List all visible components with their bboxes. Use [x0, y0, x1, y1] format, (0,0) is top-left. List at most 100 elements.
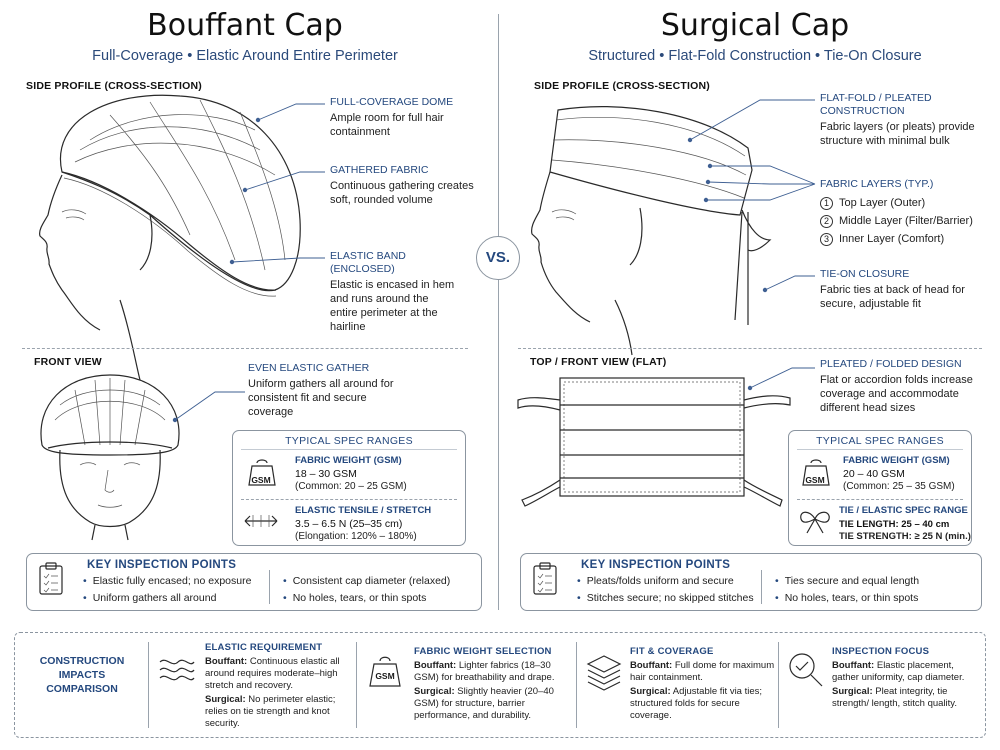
center-divider	[498, 14, 499, 610]
weight-icon	[369, 656, 401, 687]
callout-flat-fold: FLAT-FOLD / PLEATED CONSTRUCTION Fabric …	[820, 92, 980, 148]
bouffant-tag: Bouffant:	[205, 656, 248, 667]
callout-heading: GATHERED FABRIC	[330, 164, 429, 176]
callout-pleated: PLEATED / FOLDED DESIGN Flat or accordio…	[820, 358, 980, 415]
callout-heading: FABRIC LAYERS (TYP.)	[820, 178, 934, 190]
callout-text: Uniform gathers all around for consisten…	[248, 378, 394, 418]
bouffant-front-face	[59, 449, 161, 528]
callout-heading: FLAT-FOLD / PLEATED CONSTRUCTION	[820, 92, 932, 117]
weight-icon-label: GSM	[805, 475, 825, 485]
layer-item: 2 Middle Layer (Filter/Barrier)	[820, 214, 990, 228]
callout-text: Continuous gathering creates soft, round…	[330, 180, 474, 206]
construction-impacts-panel	[14, 632, 986, 738]
surgical-text: Pleat integrity, tie strength/ length, s…	[832, 686, 957, 709]
bouffant-front-illustration	[40, 374, 245, 541]
inspection-title: KEY INSPECTION POINTS	[581, 559, 731, 571]
spec-value: 3.5 – 6.5 N (25–35 cm)	[295, 518, 403, 530]
weight-icon	[802, 459, 830, 486]
comparison-col-elastic: ELASTIC REQUIREMENT Bouffant: Continuous…	[205, 642, 353, 730]
inspection-item: Uniform gathers all around	[83, 592, 217, 604]
surgical-side-label: SIDE PROFILE (CROSS-SECTION)	[534, 80, 710, 92]
vs-badge: VS.	[476, 236, 520, 280]
bouffant-text: Continuous elastic all around requires m…	[205, 656, 340, 691]
inspection-item: No holes, tears, or thin spots	[775, 592, 919, 604]
spec-value: 20 – 40 GSM	[843, 468, 905, 480]
comparison-heading: ELASTIC REQUIREMENT	[205, 642, 323, 653]
inspection-item: Stitches secure; no skipped stitches	[577, 592, 754, 604]
clipboard-icon	[533, 562, 557, 595]
bouffant-face-profile	[39, 174, 101, 331]
layer-number: 2	[820, 215, 833, 228]
tie-bottom-left	[521, 479, 561, 507]
surgical-pleats	[560, 404, 744, 479]
bouffant-side-illustration	[39, 94, 301, 381]
bouffant-elastic-band	[61, 171, 277, 291]
bouffant-spec-box: TYPICAL SPEC RANGES GSM FABRIC WEIGHT (G…	[232, 430, 466, 546]
bouffant-side-label: SIDE PROFILE (CROSS-SECTION)	[26, 80, 202, 92]
spec-heading: TIE / ELASTIC SPEC RANGE	[839, 505, 968, 516]
magnifier-check-icon	[789, 653, 823, 687]
bouffant-subtitle: Full-Coverage • Elastic Around Entire Pe…	[92, 48, 398, 64]
left-section-divider	[22, 348, 468, 349]
inspection-item: No holes, tears, or thin spots	[283, 592, 427, 604]
bouffant-text: Lighter fabrics (18–30 GSM) for breathab…	[414, 660, 555, 683]
bouffant-front-cap	[40, 374, 180, 456]
bouffant-text: Elastic placement, gather uniformity, ca…	[832, 660, 965, 683]
surgical-text: No perimeter elastic; relies on tie stre…	[205, 694, 336, 729]
surgical-text: Adjustable fit via ties; structured fold…	[630, 686, 763, 721]
surgical-tag: Surgical:	[630, 686, 671, 697]
right-section-divider	[518, 348, 982, 349]
callout-text: Fabric ties at back of head for secure, …	[820, 284, 965, 310]
surgical-inspection-box: KEY INSPECTION POINTS Pleats/folds unifo…	[520, 553, 982, 611]
stretch-icon	[244, 515, 278, 527]
surgical-tie-bow	[741, 209, 772, 252]
surgical-spec-box: TYPICAL SPEC RANGES GSM FABRIC WEIGHT (G…	[788, 430, 972, 546]
spec-sub: (Common: 25 – 35 GSM)	[843, 481, 955, 492]
surgical-flat-body	[559, 377, 745, 497]
spec-heading: FABRIC WEIGHT (GSM)	[843, 455, 950, 466]
bouffant-text: Full dome for maximum hair containment.	[630, 660, 775, 683]
bouffant-tag: Bouffant:	[832, 660, 875, 671]
bouffant-tag: Bouffant:	[414, 660, 457, 671]
callout-text: Flat or accordion folds increase coverag…	[820, 374, 973, 414]
callout-elastic-band: ELASTIC BAND (ENCLOSED) Elastic is encas…	[330, 250, 455, 334]
callout-text: Elastic is encased in hem and runs aroun…	[330, 279, 455, 333]
callout-gathered-fabric: GATHERED FABRIC Continuous gathering cre…	[330, 164, 480, 207]
weight-icon-label: GSM	[375, 671, 395, 681]
layer-label: Inner Layer (Comfort)	[839, 233, 945, 245]
comparison-heading: FIT & COVERAGE	[630, 646, 714, 657]
spec-sub: (Elongation: 120% – 180%)	[295, 531, 417, 542]
bouffant-side-leaders	[229, 103, 325, 265]
callout-even-elastic: EVEN ELASTIC GATHER Uniform gathers all …	[248, 362, 398, 419]
comparison-col-fit: FIT & COVERAGE Bouffant: Full dome for m…	[630, 646, 775, 722]
callout-heading: TIE-ON CLOSURE	[820, 268, 910, 280]
layer-label: Middle Layer (Filter/Barrier)	[839, 215, 973, 227]
spec-sub: (Common: 20 – 25 GSM)	[295, 481, 407, 492]
tie-top-left	[517, 397, 561, 411]
elastic-wave-icon	[159, 659, 195, 681]
spec-heading: FABRIC WEIGHT (GSM)	[295, 455, 402, 466]
surgical-front-label: TOP / FRONT VIEW (FLAT)	[530, 356, 667, 368]
surgical-text: Slightly heavier (20–40 GSM) for structu…	[414, 686, 554, 721]
weight-icon	[248, 459, 276, 486]
comparison-col-fabric: FABRIC WEIGHT SELECTION Bouffant: Lighte…	[414, 646, 572, 722]
surgical-face-profile	[531, 171, 591, 323]
bow-icon	[800, 511, 830, 534]
inspection-item: Ties secure and equal length	[775, 575, 919, 587]
bouffant-front-elastic	[47, 441, 173, 449]
surgical-title: Surgical Cap	[660, 8, 850, 43]
spec-value: 18 – 30 GSM	[295, 468, 357, 480]
surgical-tie-strings	[734, 211, 749, 325]
layer-number: 1	[820, 197, 833, 210]
layer-number: 3	[820, 233, 833, 246]
comparison-heading: FABRIC WEIGHT SELECTION	[414, 646, 552, 657]
surgical-cap-body	[549, 106, 753, 216]
callout-heading: ELASTIC BAND (ENCLOSED)	[330, 250, 406, 275]
callout-heading: PLEATED / FOLDED DESIGN	[820, 358, 962, 370]
layer-item: 3 Inner Layer (Comfort)	[820, 232, 990, 246]
spec-heading: ELASTIC TENSILE / STRETCH	[295, 505, 432, 516]
comparison-col-inspection: INSPECTION FOCUS Bouffant: Elastic place…	[832, 646, 982, 710]
